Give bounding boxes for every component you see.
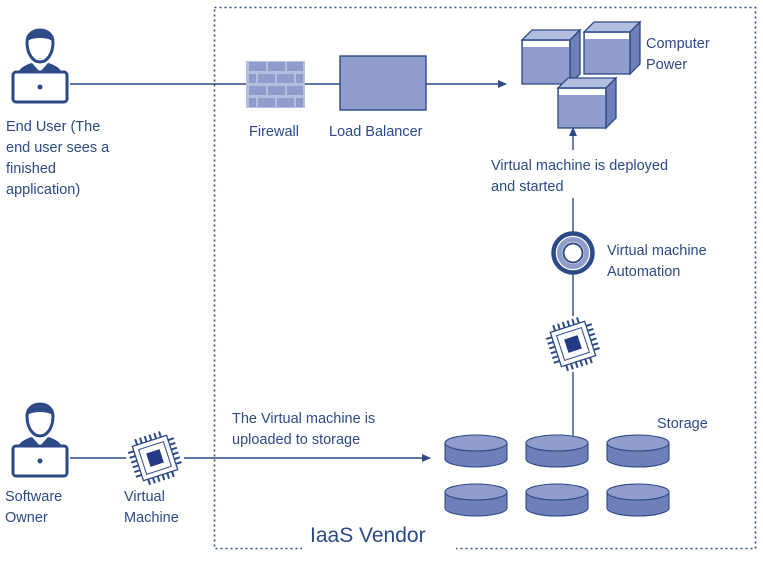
storage-disk-icon [444,434,508,468]
server-cube-icon [520,28,582,86]
software-owner-label-2: Owner [5,510,48,526]
compute-label-1: Computer [646,36,710,52]
iaas-vendor-text: IaaS Vendor [310,524,426,547]
deployed-label-1: Virtual machine is deployed [491,158,668,174]
firewall-label: Firewall [249,124,299,140]
deployed-label-2: and started [491,179,564,195]
compute-label-2: Power [646,57,687,73]
end-user-label-2: end user sees a [6,140,110,156]
cpu-chip-icon [545,317,600,372]
storage-disk-icon [525,434,589,468]
load-balancer-label: Load Balancer [329,124,423,140]
software-owner-label-1: Software [5,489,62,505]
storage-group [444,434,670,517]
cpu-chip-icon [127,431,182,486]
automation-label-1: Virtual machine [607,243,707,259]
storage-disk-icon [606,483,670,517]
virtual-machine-label-2: Machine [124,510,179,526]
end-user-icon [11,28,69,104]
end-user-label-4: application) [6,182,80,198]
brick-wall-icon [246,61,305,108]
server-cube-icon [556,76,618,130]
iaas-vendor-boundary [213,6,757,550]
server-cube-icon [582,20,642,76]
storage-label: Storage [657,416,708,432]
automation-label-2: Automation [607,264,680,280]
end-user-label-3: finished [6,161,56,177]
storage-disk-icon [444,483,508,517]
upload-label-2: uploaded to storage [232,432,360,448]
software-owner-icon [11,402,69,478]
end-user-label-1: End User (The [6,119,100,135]
storage-disk-icon [525,483,589,517]
iaas-vendor-label: IaaS Vendor [302,519,456,551]
upload-label-1: The Virtual machine is [232,411,375,427]
storage-disk-icon [606,434,670,468]
ring-icon [551,231,595,275]
load-balancer-box-icon [339,55,427,111]
virtual-machine-label-1: Virtual [124,489,165,505]
